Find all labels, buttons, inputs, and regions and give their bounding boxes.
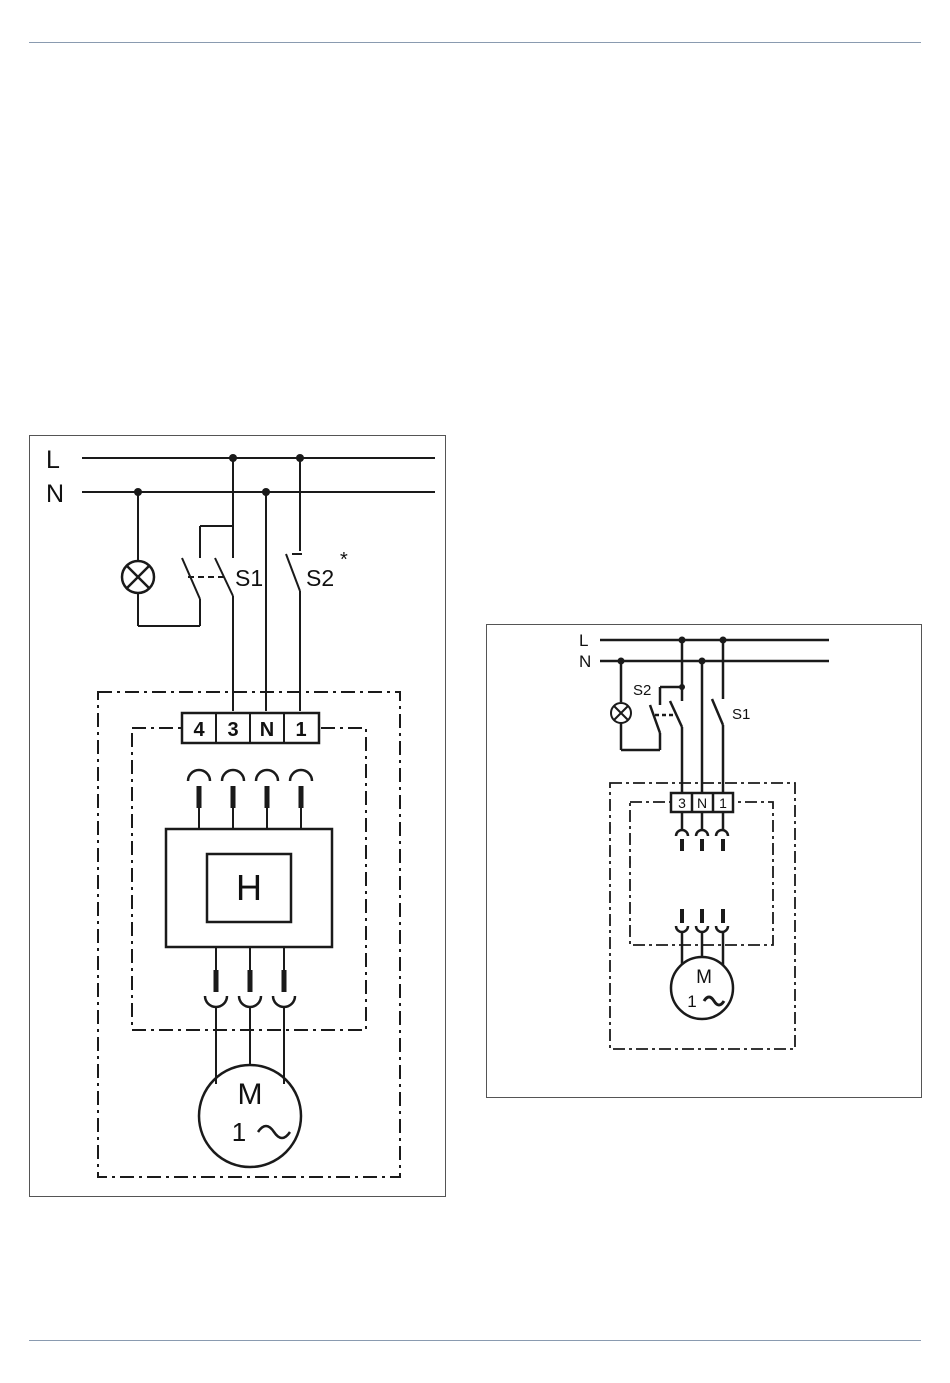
wiring-diagram-left-svg: L N S1 S2 * 4 3 N 1 H M 1 (30, 436, 445, 1196)
bus-label-N: N (579, 652, 591, 671)
top-rule (29, 42, 921, 43)
bus-label-N: N (46, 480, 64, 508)
lamp-icon (122, 561, 154, 593)
motor-label: M (238, 1078, 263, 1111)
terminal-label: 1 (719, 795, 727, 811)
wiring-diagram-right-svg: L N S2 S1 3 N 1 M 1 (487, 625, 921, 1097)
terminal-label: N (697, 795, 707, 811)
terminal-label: 3 (678, 795, 686, 811)
switch-label-s2: S2 (306, 565, 334, 591)
terminal-label: 1 (295, 719, 306, 741)
motor-phase-label: 1 (232, 1117, 246, 1147)
lamp-icon (611, 703, 631, 723)
switch-label-s2: S2 (633, 682, 651, 699)
bus-label-L: L (46, 446, 60, 474)
bus-label-L: L (579, 631, 588, 650)
terminal-label: 4 (193, 719, 205, 741)
control-unit-label: H (236, 867, 262, 908)
wiring-diagram-left: L N S1 S2 * 4 3 N 1 H M 1 (29, 435, 446, 1197)
switch-label-s1: S1 (732, 706, 750, 723)
ac-tilde-icon (704, 997, 724, 1005)
terminal-label: 3 (227, 719, 238, 741)
switch-s2-footnote-mark: * (340, 549, 348, 571)
motor-phase-label: 1 (687, 992, 696, 1011)
switch-label-s1: S1 (235, 565, 263, 591)
bottom-rule (29, 1340, 921, 1341)
terminal-label: N (260, 719, 274, 741)
ac-tilde-icon (258, 1126, 290, 1138)
wiring-diagram-right: L N S2 S1 3 N 1 M 1 (486, 624, 922, 1098)
motor-label: M (696, 967, 712, 988)
